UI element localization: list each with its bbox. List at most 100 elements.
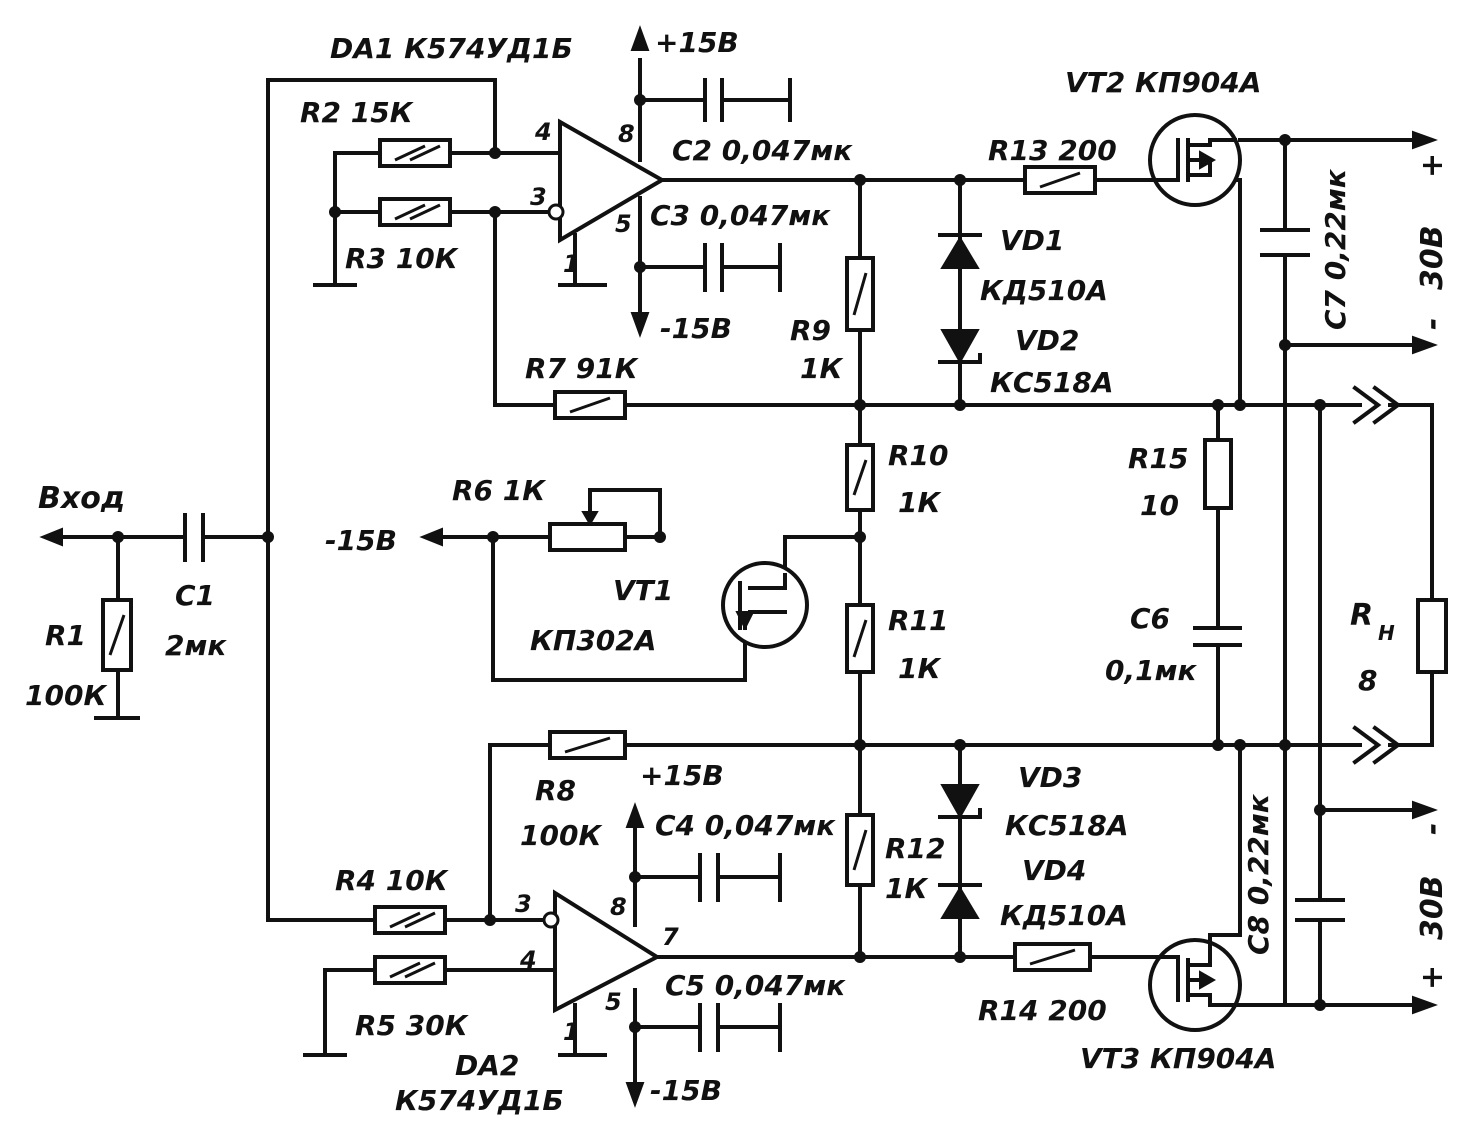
- junction-dot: [489, 147, 501, 159]
- junction-dot: [1279, 739, 1291, 751]
- label-r1-name: R1: [45, 619, 86, 652]
- resistor-r2: [378, 138, 452, 168]
- label-r14: R14 200: [978, 994, 1107, 1027]
- label-supply-top-voltage: 30В: [1415, 225, 1450, 290]
- label-r6: R6 1К: [452, 474, 547, 507]
- opamp-da2: [553, 889, 662, 1014]
- label-vd4-type: КД510А: [1000, 899, 1128, 932]
- label-r8-name: R8: [535, 774, 576, 807]
- label-pin-8-bottom: 8: [610, 893, 627, 921]
- output-connector-bottom: [1352, 725, 1402, 765]
- junction-dot: [634, 261, 646, 273]
- label-plus15-top: +15В: [655, 26, 739, 59]
- label-r9-value: 1К: [800, 352, 844, 385]
- junction-dot: [629, 1021, 641, 1033]
- capacitor-c2: [703, 78, 724, 122]
- label-r7: R7 91К: [525, 352, 640, 385]
- labels: DA1 К574УД1Б DA2 К574УД1Б +15В -15В +15В…: [25, 26, 1450, 1117]
- junction-dot: [489, 206, 501, 218]
- label-r10-value: 1К: [898, 486, 942, 519]
- label-r2: R2 15К: [300, 96, 415, 129]
- opamp-da1: [558, 118, 666, 244]
- label-vt1-type: КП302А: [530, 624, 656, 657]
- junction-dot: [629, 871, 641, 883]
- label-vd2-name: VD2: [1015, 324, 1079, 357]
- label-c3: C3 0,047мк: [650, 199, 831, 232]
- minus30-bottom-arrow: [1412, 800, 1438, 820]
- minus15-top-arrow: [630, 312, 650, 338]
- label-rn-sub: Н: [1378, 621, 1395, 645]
- label-vd3-name: VD3: [1018, 761, 1082, 794]
- label-c8: C8 0,22мк: [1242, 793, 1275, 955]
- junction-dot: [262, 531, 274, 543]
- label-vd2-type: КС518А: [990, 366, 1114, 399]
- label-r9-name: R9: [790, 314, 831, 347]
- inverting-bubble: [547, 203, 565, 221]
- junction-dot: [1234, 399, 1246, 411]
- junction-dot: [112, 531, 124, 543]
- capacitor-c1: [183, 513, 205, 562]
- minus30-top-arrow: [1412, 335, 1438, 355]
- junction-dot: [1314, 399, 1326, 411]
- label-pin-1-top: 1: [563, 250, 580, 278]
- label-vd1-name: VD1: [1000, 224, 1064, 257]
- junction-dot: [1212, 739, 1224, 751]
- minus15-mid-arrow: [419, 527, 443, 547]
- label-c7: C7 0,22мк: [1319, 168, 1352, 330]
- label-da2-line1: DA2: [455, 1049, 519, 1082]
- transistor-vt3: [1148, 933, 1242, 1032]
- label-r13: R13 200: [988, 134, 1117, 167]
- resistor-rn-load: [1416, 598, 1448, 674]
- resistor-r1: [101, 598, 133, 672]
- potentiometer-r6: [548, 522, 627, 552]
- junctions: [112, 94, 1326, 1033]
- label-pin-7-bottom: 7: [662, 923, 679, 951]
- label-r12-value: 1К: [885, 872, 929, 905]
- label-r15-value: 10: [1140, 489, 1179, 522]
- label-r11-value: 1К: [898, 652, 942, 685]
- resistor-r9: [845, 256, 875, 332]
- junction-dot: [487, 531, 499, 543]
- diode-vd4: [938, 883, 982, 919]
- label-r12-name: R12: [885, 832, 946, 865]
- junction-dot: [854, 739, 866, 751]
- arrows: [39, 25, 1438, 1108]
- minus15-bottom-arrow: [625, 1082, 645, 1108]
- label-minus15-mid: -15В: [325, 524, 397, 557]
- label-vd4-name: VD4: [1022, 854, 1086, 887]
- label-rn-value: 8: [1358, 664, 1377, 697]
- label-vt2: VT2 КП904А: [1065, 66, 1261, 99]
- capacitor-c3: [703, 243, 724, 292]
- junction-dot: [854, 174, 866, 186]
- junction-dot: [954, 174, 966, 186]
- label-c1-value: 2мк: [165, 629, 227, 662]
- zener-vd2: [938, 329, 982, 365]
- label-r5: R5 30К: [355, 1009, 470, 1042]
- junction-dot: [1314, 999, 1326, 1011]
- resistors: [101, 138, 1448, 985]
- label-pin-1-bottom: 1: [563, 1018, 580, 1046]
- label-pin-3-bottom: 3: [515, 890, 532, 918]
- label-pin-4-top: 4: [534, 118, 552, 146]
- label-pin-5-bottom: 5: [605, 988, 622, 1016]
- label-da2-line2: К574УД1Б: [395, 1084, 564, 1117]
- resistor-r4: [373, 905, 447, 935]
- label-rn-name: R: [1350, 598, 1373, 633]
- junction-dot: [654, 531, 666, 543]
- label-vt3: VT3 КП904А: [1080, 1042, 1276, 1075]
- label-r1-value: 100К: [25, 679, 108, 712]
- label-c4: C4 0,047мк: [655, 809, 836, 842]
- junction-dot: [1234, 739, 1246, 751]
- label-r15-name: R15: [1128, 442, 1189, 475]
- label-c5: C5 0,047мк: [665, 969, 846, 1002]
- junction-dot: [854, 951, 866, 963]
- junction-dot: [1279, 134, 1291, 146]
- label-c2: C2 0,047мк: [672, 134, 853, 167]
- label-r8-value: 100К: [520, 819, 603, 852]
- diode-vd1: [938, 233, 982, 269]
- label-pin-4-bottom: 4: [519, 946, 537, 974]
- plus15-bottom-arrow: [625, 802, 645, 828]
- plus30-bottom-arrow: [1412, 995, 1438, 1015]
- capacitor-c4: [698, 853, 720, 902]
